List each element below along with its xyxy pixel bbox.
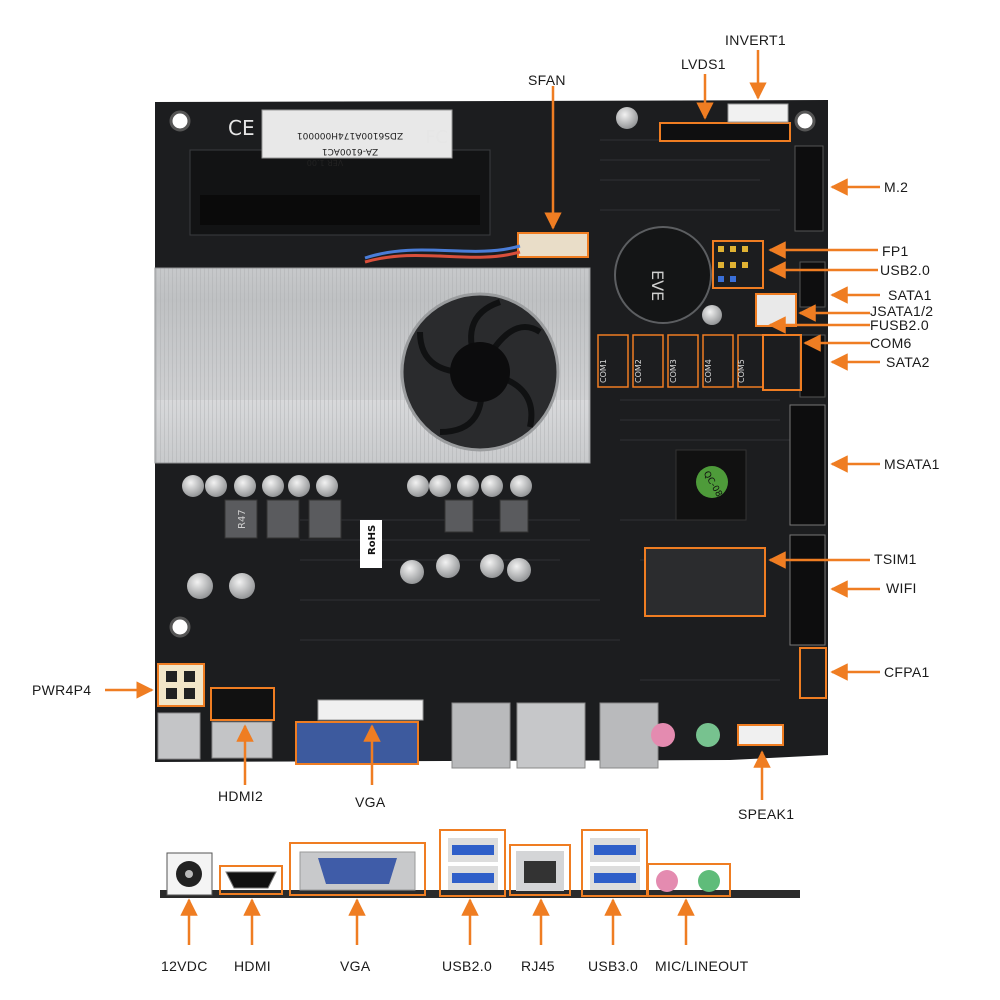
usb-port-board-1 [451,702,511,769]
usb-port-board-2 [599,702,659,769]
label-sfan: SFAN [528,72,566,88]
cpu-fan [400,292,560,452]
io-audio-jacks [647,863,731,897]
label-com6: COM6 [870,335,912,351]
sfan-header [517,232,589,258]
vga-port-board [295,721,419,765]
label-usb20-header: USB2.0 [880,262,931,278]
lvds1-connector [659,122,791,142]
io-hdmi-port [219,865,283,895]
label-12vdc: 12VDC [161,958,208,974]
tsim1-holder [644,547,766,617]
fc-mark: FC [425,127,448,148]
wifi-slot [789,534,826,646]
invert1-connector [727,103,789,123]
com-header-label: COM5 [737,359,746,383]
label-speak1: SPEAK1 [738,806,795,822]
io-vga-port [289,842,426,896]
cfpa1-header [799,647,827,699]
speak1-connector [737,724,784,746]
label-rj45: RJ45 [521,958,555,974]
com-header-label: COM2 [634,359,643,383]
rohs-text: RoHS [367,525,378,555]
label-invert1: INVERT1 [725,32,786,48]
rohs-logo [360,520,382,568]
label-tsim1: TSIM1 [874,551,917,567]
io-usb20-port [439,829,506,897]
hdmi2-header [210,687,275,721]
label-wifi: WIFI [886,580,917,596]
m2-slot [794,145,824,232]
com-headers [597,334,764,388]
dc-jack-board [157,712,201,760]
label-sata1: SATA1 [888,287,932,303]
fp1-pins [718,246,748,282]
ce-mark: CE [228,116,255,140]
lvds-top-connector [317,699,424,721]
msata1-slot [789,404,826,526]
hdmi-port-board [211,721,273,759]
label-vga: VGA [340,958,371,974]
capacitors [182,107,722,599]
io-rj45-port [509,844,571,896]
label-fp1: FP1 [882,243,909,259]
label-vga-board: VGA [355,794,386,810]
label-hdmi: HDMI [234,958,271,974]
version-sticker-text: VER 1.00 [307,158,343,167]
label-jsata12: JSATA1/2 [870,303,934,319]
sodimm-slot [189,109,491,236]
io-panel [160,890,800,898]
chip-sticker [696,466,728,498]
label-lvds1: LVDS1 [681,56,726,72]
rj45-port-board [516,702,586,769]
label-mic-lineout: MIC/LINEOUT [655,958,749,974]
serial-sticker-text: ZDS6100A174H000001 [297,130,403,140]
label-fusb20: FUSB2.0 [870,317,929,333]
label-pwr4p4: PWR4P4 [32,682,92,698]
label-usb30: USB3.0 [588,958,639,974]
label-cfpa1: CFPA1 [884,664,930,680]
label-msata1: MSATA1 [884,456,940,472]
com-header-labels: COM1 COM2 COM3 COM4 COM5 [599,359,746,383]
com-header-label: COM1 [599,359,608,383]
inductors [224,499,529,539]
com-header-label: COM4 [704,359,713,383]
audio-pink-board [651,723,675,747]
label-sata2: SATA2 [886,354,930,370]
jsata-header [755,293,797,327]
model-sticker-text: ZA-6100AC1 [322,146,378,156]
sata2-port [799,334,826,398]
pwr4p4-connector [157,663,205,707]
com-header-label: COM3 [669,359,678,383]
inductor-label: R47 [237,509,248,529]
audio-green-board [696,723,720,747]
label-hdmi2: HDMI2 [218,788,264,804]
callout-arrows [105,50,880,945]
label-usb20: USB2.0 [442,958,493,974]
battery-label: EVE [648,270,667,301]
fp1-header [712,240,764,289]
label-m2: M.2 [884,179,909,195]
cmos-battery [614,226,712,324]
